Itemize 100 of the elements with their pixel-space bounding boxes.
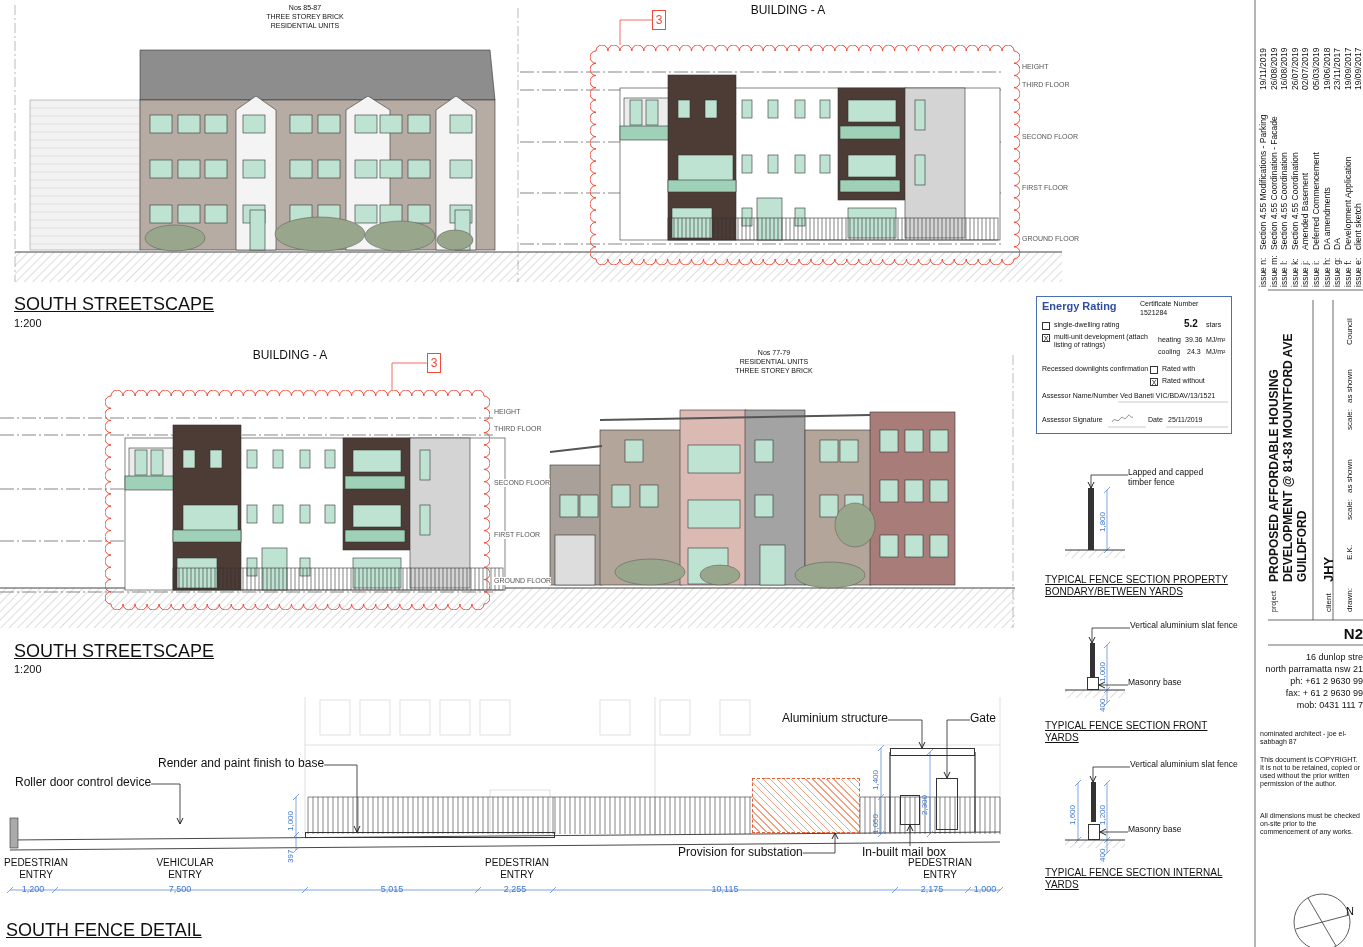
dimension-text: 7,500 [168,884,192,895]
callout-text: Gate [970,712,996,726]
callout-text: Render and paint finish to base [158,757,325,771]
issue-description: Section 4.55 Coordination [1290,152,1301,250]
drawing-title: SOUTH STREETSCAPE [14,294,215,315]
entry-label: PEDESTRIAN ENTRY [907,857,973,880]
issue-description: client sketch [1354,203,1363,250]
address-line: ph: +61 2 9630 99 [1290,676,1363,687]
issue-date: 19/09/2017 [1343,47,1354,90]
field-label: Council [1345,318,1355,345]
issue-code: issue l: [1280,260,1290,287]
field-label: client [1324,593,1334,612]
masonry-base [1087,677,1099,690]
timber-fence-post [1088,488,1094,550]
issue-code: issue m: [1269,255,1280,287]
issue-description: Development Application [1343,156,1354,250]
slat-fence-post [1090,643,1095,678]
issue-code: issue f: [1343,260,1354,287]
substation-area [752,778,860,833]
dimension-text: 1,600 [1068,804,1078,825]
issue-date: 05/03/2019 [1312,47,1322,90]
dimension-text: 1,050 [871,813,881,834]
slat-fence-post [1091,782,1096,822]
issue-date: 26/07/2019 [1290,47,1301,90]
dimension-text: 1,200 [21,884,45,895]
field-value: 5.2 [1184,318,1198,330]
revision-cloud [590,45,1020,265]
field-value: JHY [1322,556,1337,582]
callout-text: Masonry base [1128,678,1182,688]
revision-cloud [105,390,490,610]
issue-date: 02/07/2019 [1301,47,1312,90]
field-label: scale: [1345,499,1355,520]
dimension-text: 5,015 [380,884,404,895]
callout-text: Roller door control device [15,776,152,790]
dimension-text: 1,000 [286,810,296,831]
dimension-text: 2,255 [503,884,527,895]
dimension-text: 2,175 [920,884,944,895]
leader-line [391,362,428,391]
issue-description: DA amendments [1322,187,1333,250]
drawing-number: N2 [1343,625,1363,643]
issue-description: Amended Basement [1301,172,1312,250]
issue-description: Section 4.55 Coordination - Facade [1269,116,1280,250]
issue-date: 23/11/2017 [1333,48,1343,90]
dimension-text: 1,200 [1098,804,1108,825]
issue-description: Deferred Commencement [1312,152,1322,250]
dimension-text: 1,400 [871,769,881,790]
drawing-title: SOUTH STREETSCAPE [14,641,215,662]
issue-code: issue e: [1354,257,1363,287]
callout-text: Masonry base [1128,825,1182,835]
issue-date: 16/08/2019 [1280,47,1290,90]
building-label: BUILDING - A [750,4,826,18]
scale-text: 1:200 [14,317,42,330]
entry-label: PEDESTRIAN ENTRY [3,857,69,880]
issue-date: 19/09/2017 [1354,47,1363,90]
dimension-text: 400 [1098,848,1108,862]
dimension-text: 400 [1098,698,1108,712]
aluminium-frame [890,748,975,756]
entry-label: PEDESTRIAN ENTRY [484,857,550,880]
issue-description: DA [1333,238,1343,250]
revision-tag: 3 [427,353,441,373]
fence-base [305,832,555,838]
section-title: TYPICAL FENCE SECTION FRONT YARDS [1045,720,1209,743]
leader-line [619,19,653,46]
dimension-text: 397 [286,849,296,863]
dimension-text: 1,000 [973,884,997,895]
mail-box [900,795,920,825]
gate [936,778,958,830]
address-line: north parramatta nsw 21 [1265,664,1363,675]
field-label: drawn: [1345,588,1355,612]
field-value: as shown [1345,369,1355,403]
address-line: 16 dunlop stre [1305,652,1363,663]
issue-code: issue j: [1301,260,1312,287]
callout-text: Provision for substation [678,846,803,860]
drawing-title: SOUTH FENCE DETAIL [6,920,202,941]
issue-code: issue i: [1312,260,1322,287]
dimension-text: 1,000 [1098,661,1108,682]
issue-description: Section 4.55 Modifications - Parking [1259,114,1269,250]
issue-date: 26/08/2019 [1269,47,1280,90]
issue-code: issue g: [1333,257,1343,287]
address-line: fax: + 61 2 9630 99 [1285,688,1363,699]
issue-date: 19/06/2018 [1322,47,1333,90]
section-title: TYPICAL FENCE SECTION INTERNAL YARDS [1045,867,1224,890]
field-label: scale: [1345,409,1355,430]
north-label: N [1346,905,1354,918]
issue-code: issue k: [1290,258,1301,287]
field-value: E.K. [1345,544,1355,560]
issue-date: 19/11/2019 [1259,48,1269,90]
project-title: PROPOSED AFFORDABLE HOUSING DEVELOPMENT @ 81-83 MOUNTFORD AVE GUILDFORD [1268,332,1310,582]
revision-tag: 3 [652,10,666,30]
issue-code: issue h: [1322,257,1333,287]
field-value: as shown [1345,459,1355,493]
address-line: mob: 0431 111 7 [1296,700,1363,711]
callout-text: Aluminium structure [782,712,889,726]
dimension-text: 2,300 [920,794,930,815]
issue-code: issue n: [1259,257,1269,287]
building-label: BUILDING - A [252,349,328,363]
certificate-heading: Energy Rating [1042,300,1117,313]
scale-text: 1:200 [14,663,42,676]
masonry-base [1088,824,1100,840]
issue-description: Section 4.55 Coordination [1280,152,1290,250]
